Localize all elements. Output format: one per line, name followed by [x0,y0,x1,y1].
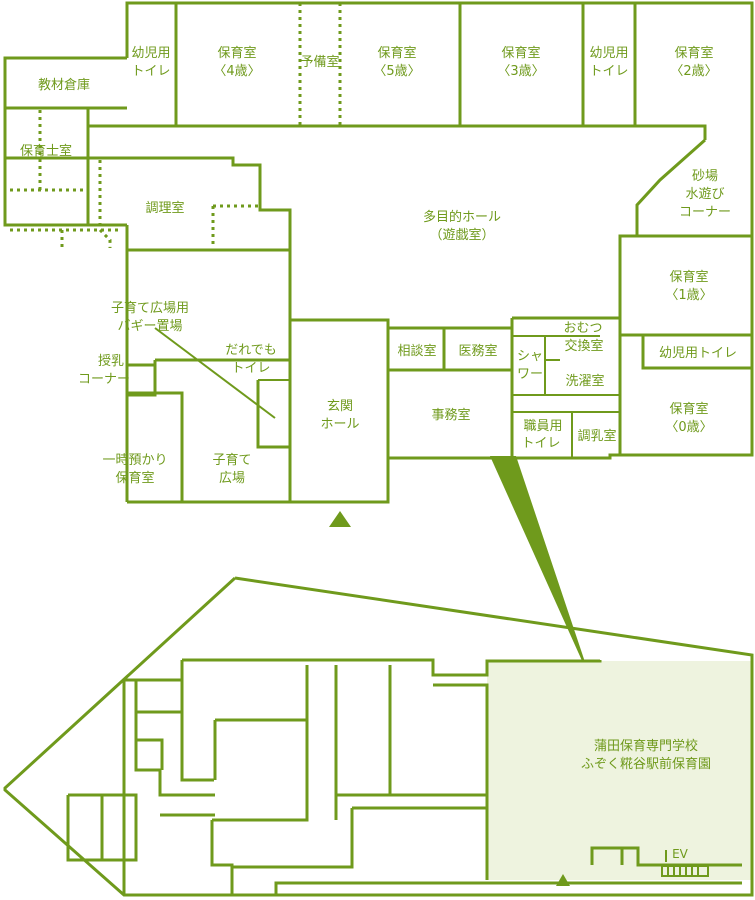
wall [212,665,309,822]
label-jimu: 事務室 [431,407,470,423]
label-soudan: 相談室 [397,343,436,359]
label-toilet-a: トイレ [131,64,170,79]
label-room-5: 〈5歳〉 [373,64,420,79]
room-labels: 教材倉庫 保育士室 幼児用 トイレ 保育室 〈4歳〉 予備室 保育室 〈5歳〉 … [20,45,737,486]
label-room-1: 〈1歳〉 [665,288,712,303]
wall [433,683,489,880]
label-ichiji: 一時預かり [102,453,167,468]
label-room-2: 保育室 [674,45,713,61]
label-shower: ワー [517,367,543,382]
label-room-4: 保育室 [217,45,256,61]
wall [66,793,138,862]
label-junyu: 授乳 [98,354,124,369]
label-room-5: 保育室 [377,45,416,61]
label-toilet-a: 幼児用 [131,46,170,61]
label-room-2: 〈2歳〉 [670,64,717,79]
label-room-0: 〈0歳〉 [665,420,712,435]
entrance-wall [290,318,390,458]
leader-line [154,327,276,419]
label-yobi: 予備室 [300,54,339,70]
kitchen-wall [88,156,292,320]
nursery-area [487,661,752,880]
label-ev: EV [672,847,689,861]
wall [122,678,182,895]
label-shower: シャ [517,349,543,364]
label-omutsu: おむつ [563,321,602,336]
label-room-3: 保育室 [501,45,540,61]
toilet-wall [641,335,752,370]
wall [127,391,184,502]
label-hoikushi: 保育士室 [20,143,72,159]
label-shokuin: 職員用 [523,419,562,434]
outer-wall [125,1,754,504]
wall [232,808,354,869]
label-sunaba: 砂場 [692,169,718,184]
wall [180,660,214,782]
entrance-marker-icon [329,511,351,527]
sandbox-wall [618,138,706,455]
west-wing-wall [3,56,127,227]
label-ichiji: 保育室 [115,470,154,486]
wall [274,881,742,895]
label-buggy: 子育て広場用 [111,300,189,316]
label-chori: 調理室 [145,200,184,216]
label-daredemo: トイレ [231,361,270,376]
label-room-4: 〈4歳〉 [213,64,260,79]
entrance-marker-icon [556,874,570,886]
label-toilet-c: 幼児用トイレ [659,346,737,361]
label-room-3: 〈3歳〉 [497,64,544,79]
label-genkan: ホール [320,417,359,432]
wall [127,363,157,397]
label-site-name: 蒲田保育専門学校 [594,738,698,754]
floor-plan-detail [3,1,754,527]
wall [134,680,215,797]
label-toilet-b: 幼児用 [589,46,628,61]
label-sentaku: 洗濯室 [565,373,604,389]
label-hall: （遊戯室） [429,227,494,243]
label-sunaba: コーナー [679,205,731,220]
corridor-wall [88,124,707,140]
elevator-stair-icon [661,850,709,877]
wall [210,820,234,895]
label-sunaba: 水遊び [685,187,724,202]
label-shokuin: トイレ [521,436,560,451]
label-buggy: バギー置場 [117,319,182,334]
wall [215,665,309,722]
site-overview: 蒲田保育専門学校 ふぞく糀谷駅前保育園 EV [3,576,754,897]
label-omutsu: 交換室 [564,338,603,354]
label-hall: 多目的ホール [423,209,501,225]
label-imu: 医務室 [458,343,497,359]
dotted-partition [98,160,112,248]
label-toilet-b: トイレ [589,64,628,79]
wall [256,380,290,449]
label-site-name: ふぞく糀谷駅前保育園 [581,756,711,772]
label-room-1: 保育室 [669,269,708,285]
wall [136,738,164,770]
label-genkan: 玄関 [327,399,353,414]
label-daredemo: だれでも [225,343,277,358]
label-junyu: コーナー [78,372,130,387]
label-chonyu: 調乳室 [577,428,616,444]
label-kosodate: 広場 [219,471,245,486]
callout-pointer [490,456,592,683]
label-kyozai: 教材倉庫 [38,77,90,93]
label-room-0: 保育室 [669,401,708,417]
wall [182,658,602,677]
label-kosodate: 子育て [212,452,251,468]
